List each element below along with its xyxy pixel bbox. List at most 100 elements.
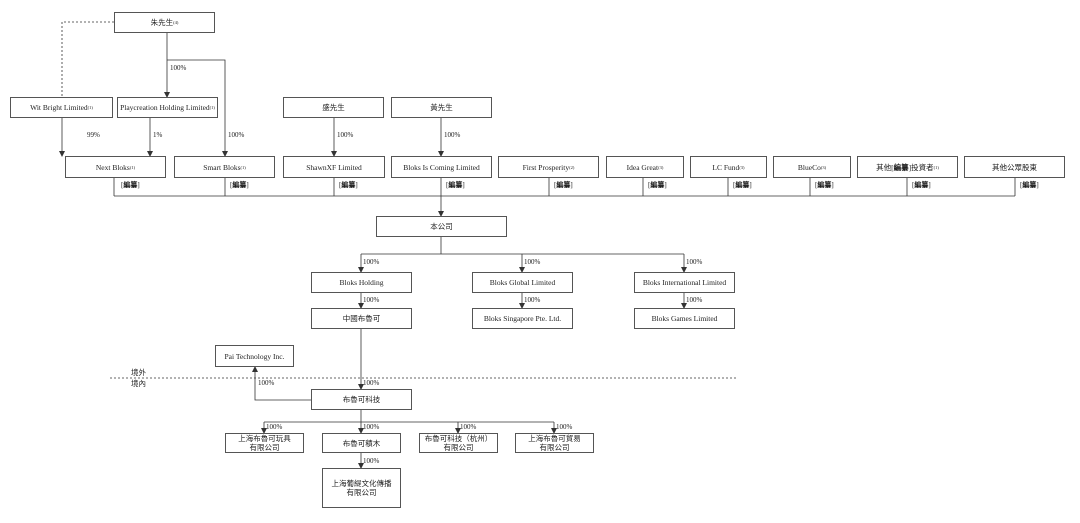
pct-label: 100% [363, 296, 380, 304]
next-bloks-box: Next Bloks(1) [65, 156, 166, 178]
bloks-hangzhou-line2: 有限公司 [443, 443, 474, 452]
pai-technology-label: Pai Technology Inc. [224, 351, 285, 361]
bloks-singapore-label: Bloks Singapore Pte. Ltd. [483, 314, 562, 323]
note-mark: (4) [173, 20, 179, 25]
pct-label: 100% [363, 258, 380, 266]
company-label: 本公司 [430, 222, 453, 231]
other-pre-suffix: ]投資者 [908, 162, 934, 172]
pct-label: 100% [363, 457, 380, 465]
pct-label: 100% [258, 379, 275, 387]
redacted-marker: [編纂] [815, 181, 834, 189]
bloks-building-box: 布魯可積木 [322, 433, 401, 453]
idea-great-label: Idea Great [626, 162, 659, 172]
blueco-label: BlueCo [797, 162, 821, 172]
wit-bright-box: Wit Bright Limited(1) [10, 97, 113, 118]
sh-trade-line2: 有限公司 [539, 443, 570, 452]
other-pre-prefix: 其他[ [876, 162, 894, 172]
pct-label: 99% [87, 131, 100, 139]
onshore-label: 境內 [131, 379, 146, 388]
redacted-marker: [編纂] [446, 181, 465, 189]
mr-sheng-label: 盛先生 [322, 103, 345, 112]
mr-huang-label: 黃先生 [430, 103, 453, 112]
bloks-is-coming-box: Bloks Is Coming Limited [391, 156, 492, 178]
playcreation-label: Playcreation Holding Limited [120, 103, 210, 112]
mr-zhu-box: 朱先生(4) [114, 12, 215, 33]
pct-label: 100% [170, 64, 187, 72]
pai-technology-box: Pai Technology Inc. [215, 345, 294, 367]
pct-label: 100% [686, 296, 703, 304]
redacted-marker: [編纂] [912, 181, 931, 189]
pct-label: 100% [337, 131, 354, 139]
bloks-hangzhou-line1: 布魯可科技（杭州） [424, 434, 493, 443]
note-mark: (3) [820, 164, 827, 170]
bloks-global-label: Bloks Global Limited [489, 278, 556, 287]
note-mark: (1) [87, 105, 93, 110]
wit-bright-label: Wit Bright Limited [30, 103, 88, 112]
lc-fund-label: LC Fund [712, 162, 740, 172]
pct-label: 100% [363, 423, 380, 431]
note-mark: (3) [658, 164, 664, 170]
redacted-marker: [編纂] [230, 181, 249, 189]
bloks-is-coming-label: Bloks Is Coming Limited [403, 162, 480, 172]
note-mark: (1) [933, 164, 939, 170]
sh-culture-line2: 有限公司 [346, 488, 377, 497]
other-pre-bold: 編纂 [893, 162, 909, 172]
note-mark: (2) [569, 164, 575, 170]
bloks-games-label: Bloks Games Limited [651, 314, 718, 323]
smart-bloks-box: Smart Bloks(1) [174, 156, 275, 178]
pct-label: 100% [460, 423, 477, 431]
playcreation-box: Playcreation Holding Limited(1) [117, 97, 218, 118]
redacted-marker: [編纂] [648, 181, 667, 189]
first-prosperity-label: First Prosperity [522, 162, 570, 172]
sh-trade-box: 上海布魯可貿易 有限公司 [515, 433, 594, 453]
mr-zhu-label: 朱先生 [150, 18, 174, 27]
mr-sheng-box: 盛先生 [283, 97, 384, 118]
shawnxf-box: ShawnXF Limited [283, 156, 385, 178]
pct-label: 100% [228, 131, 245, 139]
other-public-label: 其他公眾股東 [992, 162, 1037, 172]
other-pre-investors-box: 其他[編纂]投資者(1) [857, 156, 958, 178]
bloks-games-box: Bloks Games Limited [634, 308, 735, 329]
pct-label: 100% [363, 379, 380, 387]
lc-fund-box: LC Fund(3) [690, 156, 767, 178]
smart-bloks-label: Smart Bloks [203, 162, 241, 172]
bloks-international-label: Bloks International Limited [642, 278, 727, 287]
redacted-marker: [編纂] [121, 181, 140, 189]
pct-label: 100% [266, 423, 283, 431]
other-public-box: 其他公眾股東 [964, 156, 1065, 178]
pct-label: 100% [444, 131, 461, 139]
idea-great-box: Idea Great(3) [606, 156, 684, 178]
blueco-box: BlueCo(3) [773, 156, 851, 178]
bloks-singapore-box: Bloks Singapore Pte. Ltd. [472, 308, 573, 329]
pct-label: 100% [524, 258, 541, 266]
pct-label: 100% [524, 296, 541, 304]
sh-culture-box: 上海葡緹文化傳播 有限公司 [322, 468, 401, 508]
bloks-international-box: Bloks International Limited [634, 272, 735, 293]
sh-culture-line1: 上海葡緹文化傳播 [331, 479, 392, 488]
redacted-marker: [編纂] [733, 181, 752, 189]
bloks-tech-box: 布魯可科技 [311, 389, 412, 410]
bloks-tech-label: 布魯可科技 [342, 395, 381, 404]
pct-label: 100% [686, 258, 703, 266]
china-bloks-label: 中國布魯可 [342, 314, 381, 323]
redacted-marker: [編纂] [339, 181, 358, 189]
bloks-building-label: 布魯可積木 [342, 438, 381, 448]
bloks-hangzhou-box: 布魯可科技（杭州） 有限公司 [419, 433, 498, 453]
pct-label: 100% [556, 423, 573, 431]
redacted-marker: [編纂] [554, 181, 573, 189]
note-mark: (1) [240, 164, 246, 170]
china-bloks-box: 中國布魯可 [311, 308, 412, 329]
bloks-holding-label: Bloks Holding [339, 278, 384, 287]
first-prosperity-box: First Prosperity(2) [498, 156, 599, 178]
sh-toys-line2: 有限公司 [249, 443, 280, 452]
note-mark: (1) [129, 164, 136, 170]
sh-trade-line1: 上海布魯可貿易 [528, 434, 581, 443]
note-mark: (3) [739, 164, 745, 170]
offshore-label: 境外 [131, 368, 146, 377]
note-mark: (1) [209, 105, 215, 110]
company-box: 本公司 [376, 216, 507, 237]
bloks-holding-box: Bloks Holding [311, 272, 412, 293]
redacted-marker: [編纂] [1020, 181, 1039, 189]
mr-huang-box: 黃先生 [391, 97, 492, 118]
